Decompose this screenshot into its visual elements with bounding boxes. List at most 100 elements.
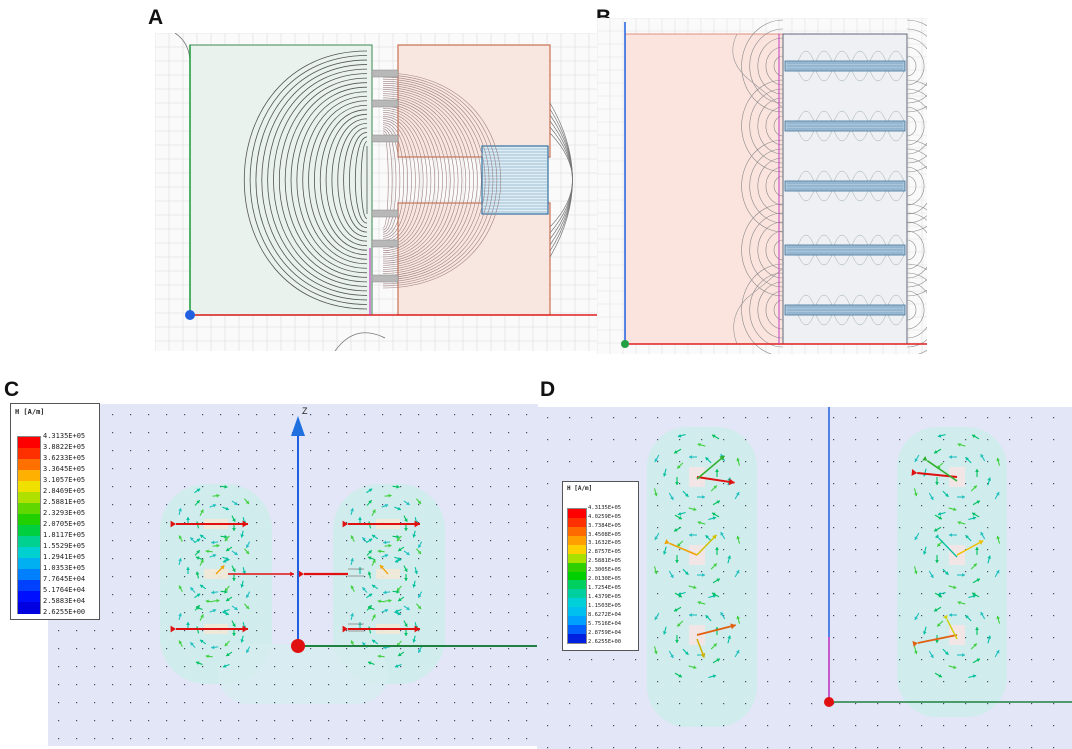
panel-label-c: C xyxy=(4,378,20,401)
field-vector-head xyxy=(702,495,705,499)
field-sample-dot xyxy=(508,522,510,524)
legend-tick-label: 4.3135E+05 xyxy=(588,504,622,511)
field-sample-dot xyxy=(1053,571,1055,573)
field-vector-head xyxy=(394,559,399,563)
field-sample-dot xyxy=(202,486,204,488)
field-sample-dot xyxy=(987,439,989,441)
field-sample-dot xyxy=(526,522,528,524)
field-vector-strong-head xyxy=(664,539,670,545)
field-sample-dot xyxy=(256,558,258,560)
flux-line-plate xyxy=(886,234,906,249)
field-sample-dot xyxy=(346,684,348,686)
field-vector-strong-head xyxy=(170,520,176,528)
field-sample-dot xyxy=(1009,461,1011,463)
flux-loop-left xyxy=(757,281,784,339)
field-sample-dot xyxy=(130,522,132,524)
field-sample-dot xyxy=(346,468,348,470)
field-sample-dot xyxy=(745,593,747,595)
field-sample-dot xyxy=(855,527,857,529)
field-sample-dot xyxy=(382,702,384,704)
field-sample-dot xyxy=(256,522,258,524)
field-vector-head xyxy=(196,488,201,492)
field-sample-dot xyxy=(877,461,879,463)
flux-loop-right xyxy=(906,281,927,339)
field-sample-dot xyxy=(400,666,402,668)
field-sample-dot xyxy=(657,637,659,639)
field-sample-dot xyxy=(220,558,222,560)
field-vector-head xyxy=(674,450,678,454)
field-sample-dot xyxy=(346,522,348,524)
field-sample-dot xyxy=(635,417,637,419)
field-sample-dot xyxy=(292,702,294,704)
flux-line-left xyxy=(261,64,368,296)
field-sample-dot xyxy=(811,615,813,617)
field-sample-dot xyxy=(202,450,204,452)
field-sample-dot xyxy=(238,558,240,560)
field-vector-head xyxy=(957,600,961,605)
field-vector-head xyxy=(957,520,961,525)
field-sample-dot xyxy=(723,549,725,551)
panel-c-legend-title: H [A/m] xyxy=(15,408,45,416)
field-sample-dot xyxy=(256,720,258,722)
field-vector-head xyxy=(377,549,381,554)
field-sample-dot xyxy=(346,720,348,722)
field-vector-head xyxy=(200,509,204,513)
legend-color-step xyxy=(18,437,40,449)
field-sample-dot xyxy=(789,549,791,551)
field-sample-dot xyxy=(547,461,549,463)
field-sample-dot xyxy=(472,576,474,578)
field-vector-head xyxy=(372,584,376,589)
field-sample-dot xyxy=(1009,549,1011,551)
field-sample-dot xyxy=(767,439,769,441)
field-vector-head xyxy=(211,645,215,650)
field-sample-dot xyxy=(436,594,438,596)
field-sample-dot xyxy=(148,504,150,506)
field-sample-dot xyxy=(76,702,78,704)
field-sample-dot xyxy=(855,549,857,551)
field-vector-head xyxy=(678,515,682,520)
field-sample-dot xyxy=(220,432,222,434)
field-sample-dot xyxy=(436,738,438,740)
field-vector-strong-head xyxy=(978,540,984,545)
field-sample-dot xyxy=(274,738,276,740)
field-sample-dot xyxy=(657,747,659,749)
field-vector-strong xyxy=(938,537,958,558)
field-sample-dot xyxy=(166,720,168,722)
field-sample-dot xyxy=(436,486,438,488)
field-vector-head xyxy=(350,585,355,589)
field-sample-dot xyxy=(508,666,510,668)
field-vector-head xyxy=(224,642,229,647)
field-vector-strong xyxy=(946,619,958,640)
flux-loop-right xyxy=(906,203,927,297)
field-sample-dot xyxy=(508,558,510,560)
flux-loop-left xyxy=(741,203,784,297)
field-vector-head xyxy=(689,533,692,537)
field-sample-dot xyxy=(723,461,725,463)
field-sample-dot xyxy=(679,681,681,683)
field-vector-strong xyxy=(917,634,958,644)
field-sample-dot xyxy=(1009,527,1011,529)
field-sample-dot xyxy=(94,702,96,704)
field-sample-dot xyxy=(166,684,168,686)
field-sample-dot xyxy=(965,637,967,639)
field-sample-dot xyxy=(811,593,813,595)
field-sample-dot xyxy=(635,725,637,727)
field-sample-dot xyxy=(877,549,879,551)
field-vector-head xyxy=(195,556,200,560)
flux-line-plate xyxy=(868,110,888,125)
field-sample-dot xyxy=(346,450,348,452)
field-sample-dot xyxy=(1031,615,1033,617)
field-sample-dot xyxy=(701,461,703,463)
field-vector-head xyxy=(945,571,949,575)
flux-line-left xyxy=(273,73,368,287)
field-sample-dot xyxy=(745,747,747,749)
field-sample-dot xyxy=(526,684,528,686)
flux-line-plate xyxy=(832,127,852,142)
field-sample-dot xyxy=(346,666,348,668)
field-vector-strong-head xyxy=(728,478,735,486)
field-sample-dot xyxy=(1053,505,1055,507)
flux-line-plate xyxy=(814,311,834,326)
field-sample-dot xyxy=(364,738,366,740)
field-sample-dot xyxy=(472,540,474,542)
field-sample-dot xyxy=(382,720,384,722)
